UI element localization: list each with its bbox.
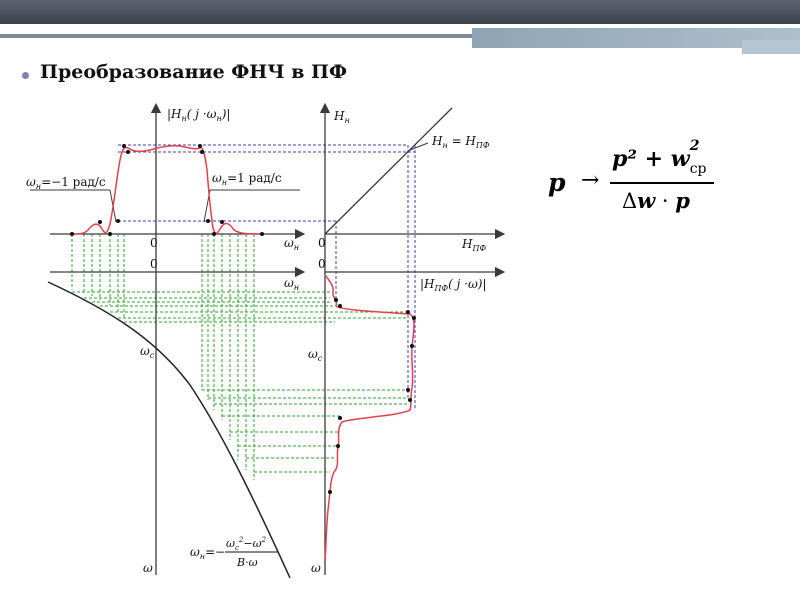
svg-text:B·ω: B·ω bbox=[236, 556, 258, 569]
svg-text:ωн=−: ωн=− bbox=[190, 545, 225, 561]
accent-line bbox=[0, 34, 800, 38]
bullet-dot bbox=[22, 72, 29, 79]
slide-title: Преобразование ФНЧ в ПФ bbox=[40, 61, 347, 83]
blue-guide-lines bbox=[118, 144, 416, 410]
label-hpf-axis: HПФ bbox=[461, 237, 486, 253]
sample-points bbox=[70, 144, 416, 494]
accent-block bbox=[472, 28, 800, 48]
label-w-left: ω bbox=[143, 561, 153, 575]
top-band bbox=[0, 0, 800, 24]
label-w-right: ω bbox=[311, 561, 321, 575]
green-guide-lines bbox=[50, 234, 408, 480]
label-wn-axis-top: ωн bbox=[284, 236, 299, 252]
label-wn-axis-mid: ωн bbox=[284, 276, 299, 292]
label-bpf-magnitude: |HПФ( j ·ω)| bbox=[420, 277, 487, 293]
label-zero-mid-left: 0 bbox=[150, 257, 158, 271]
mapping-curve bbox=[47, 281, 291, 579]
label-zero-top-left: 0 bbox=[150, 236, 158, 250]
label-zero-top-right: 0 bbox=[318, 236, 326, 250]
identity-line bbox=[324, 107, 453, 235]
axes bbox=[50, 102, 506, 575]
label-wc-right: ωc bbox=[308, 347, 323, 363]
formula-fraction-bar bbox=[610, 182, 714, 184]
label-hn-axis: Hн bbox=[333, 109, 350, 125]
label-wn-minus: ωн=−1 рад/с bbox=[26, 175, 106, 191]
label-lpf-magnitude: |Hн( j ·ωн)| bbox=[167, 107, 230, 123]
label-wc-left: ωc bbox=[140, 344, 155, 360]
accent-block-small bbox=[742, 40, 800, 54]
label-mapping-formula: ωн=− ωc2−ω2 B·ω bbox=[190, 536, 278, 569]
lpf-response-curve bbox=[71, 145, 263, 235]
svg-text:ωc2−ω2: ωc2−ω2 bbox=[226, 536, 267, 552]
formula-lhs: p bbox=[548, 168, 566, 197]
formula-arrow: → bbox=[581, 168, 600, 193]
label-identity: Hн = HПФ bbox=[431, 134, 490, 150]
label-zero-mid-right: 0 bbox=[318, 257, 326, 271]
formula-denominator: Δw · p bbox=[622, 188, 690, 213]
label-wn-plus: ωн=1 рад/с bbox=[212, 171, 282, 187]
